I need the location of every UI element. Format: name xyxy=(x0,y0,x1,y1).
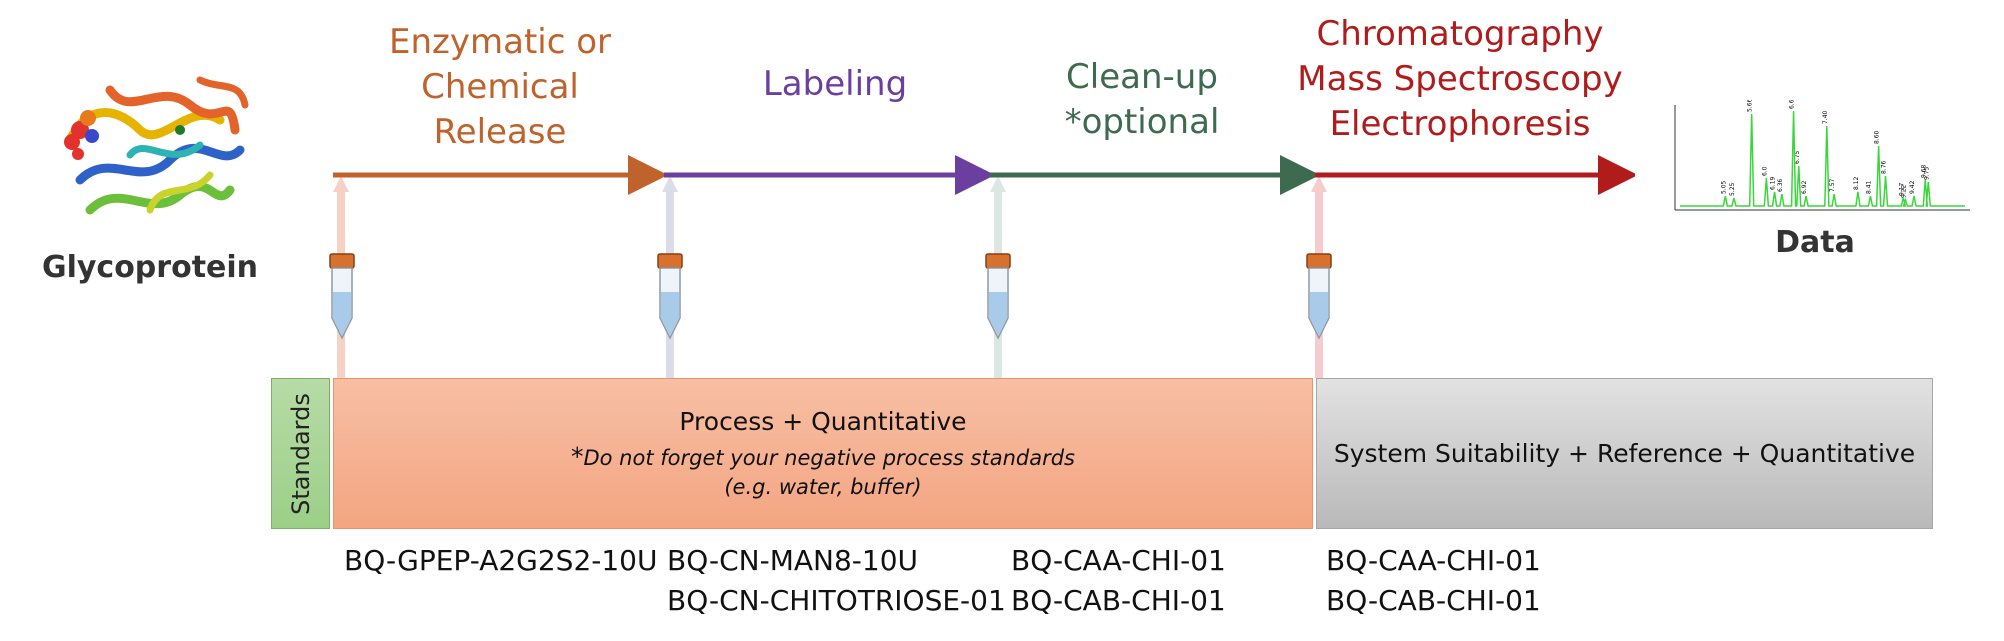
peak-label: 5.25 xyxy=(1729,182,1736,196)
peak-label: 6.0 xyxy=(1761,166,1768,176)
system-box-label: System Suitability + Reference + Quantit… xyxy=(1333,439,1916,468)
peak-label: 6.75 xyxy=(1794,150,1801,164)
product-code: BQ-CAB-CHI-01 xyxy=(1326,584,1541,617)
data-label: Data xyxy=(1775,225,1855,260)
peak-label: 6.19 xyxy=(1770,176,1777,190)
stage-label-line: Electrophoresis xyxy=(1329,104,1591,144)
peak-label: 5.66 xyxy=(1747,100,1754,112)
sample-tube-icon-2 xyxy=(657,253,683,340)
peak-label: 8.41 xyxy=(1865,180,1872,194)
peak-label: 6.92 xyxy=(1801,180,1808,194)
peak-label: 9.68 xyxy=(1920,164,1927,178)
peak-label: 9.75 xyxy=(1923,166,1930,180)
peak-label: 8.12 xyxy=(1853,176,1860,190)
peak-label: 9.17 xyxy=(1898,182,1905,196)
peak-label: 8.60 xyxy=(1874,130,1881,144)
sample-tube-icon-1 xyxy=(329,253,355,340)
stage-label-line: *optional xyxy=(1064,102,1220,142)
stage-label-line: Release xyxy=(433,112,567,152)
peak-label: 9.42 xyxy=(1909,180,1916,194)
peak-label: 7.57 xyxy=(1829,178,1836,192)
product-code: BQ-CN-MAN8-10U xyxy=(667,544,919,577)
note-text: Do not forget your negative process stan… xyxy=(583,446,1075,470)
peak-label: 8.76 xyxy=(1881,160,1888,174)
sample-tube-icon-3 xyxy=(985,253,1011,340)
peak-label: 6.36 xyxy=(1777,178,1784,192)
stage-label-labeling: Labeling xyxy=(715,62,955,107)
note-asterisk: * xyxy=(570,442,584,471)
stage-label-line: Chemical xyxy=(421,67,579,107)
product-code: BQ-CAA-CHI-01 xyxy=(1011,544,1226,577)
stage-label-line: Mass Spectroscopy xyxy=(1297,59,1623,99)
process-box-title: Process + Quantitative xyxy=(679,407,967,436)
product-code: BQ-CAA-CHI-01 xyxy=(1326,544,1541,577)
product-code: BQ-CAB-CHI-01 xyxy=(1011,584,1226,617)
system-suitability-box: System Suitability + Reference + Quantit… xyxy=(1316,378,1933,529)
peak-label: 7.40 xyxy=(1822,110,1829,124)
sample-tube-icon-4 xyxy=(1306,253,1332,340)
standards-label: Standards xyxy=(286,392,315,515)
peak-label: 5.05 xyxy=(1720,180,1727,194)
peak-label: 9.22 xyxy=(1900,184,1907,198)
stage-label-cleanup: Clean-up *optional xyxy=(1022,55,1262,145)
process-box-note: *Do not forget your negative process sta… xyxy=(334,442,1312,471)
glycoprotein-label: Glycoprotein xyxy=(41,250,259,285)
product-code: BQ-CN-CHITOTRIOSE-01 xyxy=(667,584,1006,617)
standards-box: Standards xyxy=(271,378,330,529)
glycoprotein-structure-icon xyxy=(64,76,249,215)
stage-label-line: Enzymatic or xyxy=(388,22,611,62)
process-quantitative-box: Process + Quantitative *Do not forget yo… xyxy=(333,378,1313,529)
stage-label-line: Clean-up xyxy=(1066,57,1218,97)
stage-label-line: Labeling xyxy=(762,64,908,104)
peak-label: 6.63 xyxy=(1789,100,1796,109)
product-code: BQ-GPEP-A2G2S2-10U xyxy=(344,544,658,577)
stage-label-line: Chromatography xyxy=(1316,14,1604,54)
process-box-note-examples: (e.g. water, buffer) xyxy=(724,475,922,499)
